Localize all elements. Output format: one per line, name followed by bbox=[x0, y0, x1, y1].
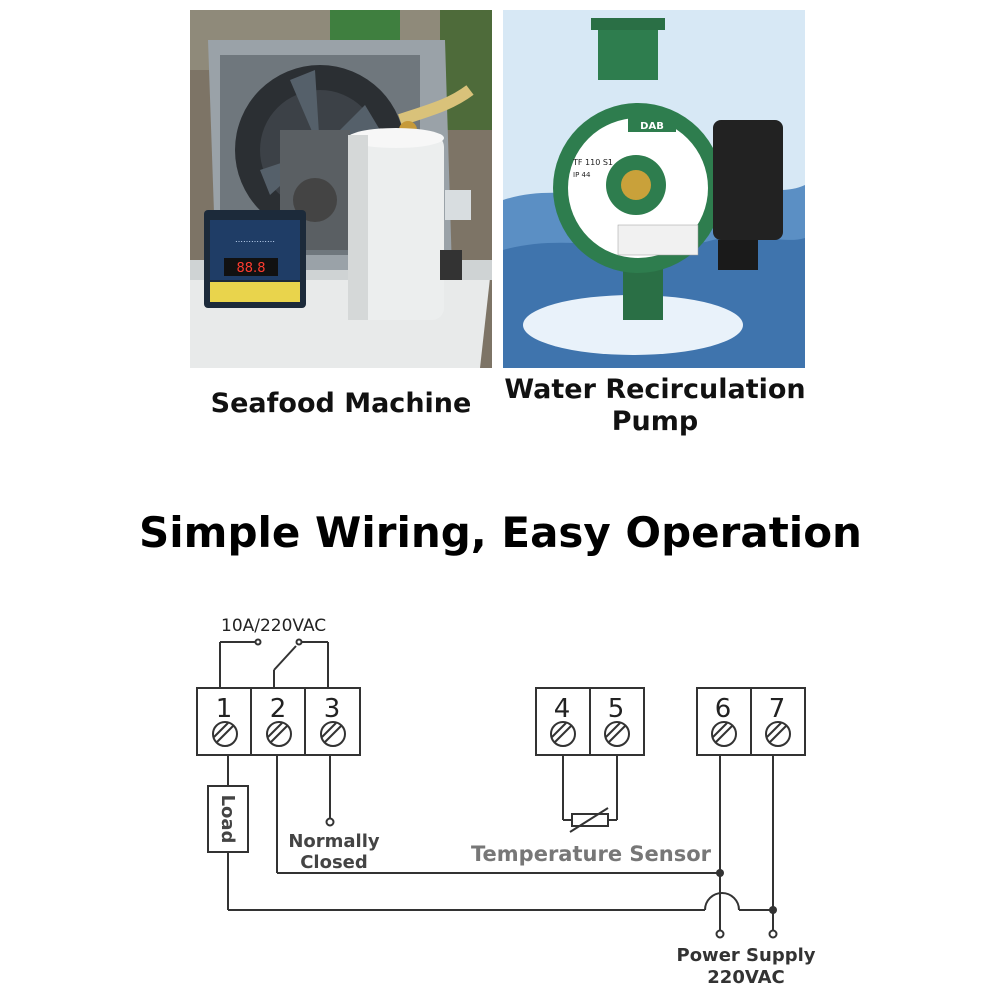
pump-caption-line-1: Water Recirculation bbox=[504, 374, 806, 405]
pump-caption-line-2: Pump bbox=[611, 406, 699, 437]
temperature-sensor-label: Temperature Sensor bbox=[471, 842, 712, 866]
seafood-machine-photo: 88.8 …………… bbox=[190, 10, 492, 368]
pump-model: TF 110 S1 bbox=[572, 158, 613, 167]
terminal-1-label: 1 bbox=[216, 694, 233, 724]
screw-icon bbox=[604, 721, 630, 747]
screw-icon bbox=[266, 721, 292, 747]
terminal-7-label: 7 bbox=[769, 694, 786, 724]
pump-photo: DAB TF 110 S1 IP 44 bbox=[503, 10, 805, 368]
screw-icon bbox=[765, 721, 791, 747]
relay-rating-label: 10A/220VAC bbox=[221, 616, 326, 636]
pump-brand: DAB bbox=[640, 121, 664, 132]
terminal-5-label: 5 bbox=[608, 694, 625, 724]
seafood-machine-caption: Seafood Machine bbox=[210, 388, 472, 419]
screw-icon bbox=[212, 721, 238, 747]
terminal-block-1-3 bbox=[196, 687, 361, 756]
terminal-3-label: 3 bbox=[324, 694, 341, 724]
relay-contact bbox=[219, 638, 329, 688]
terminal-6-label: 6 bbox=[715, 694, 732, 724]
thermistor bbox=[571, 813, 609, 827]
screw-icon bbox=[320, 721, 346, 747]
normally-closed-line-1: Normally bbox=[288, 831, 380, 852]
normally-closed-line-2: Closed bbox=[300, 852, 368, 873]
headline: Simple Wiring, Easy Operation bbox=[139, 508, 862, 557]
pump-caption: Water Recirculation Pump bbox=[490, 374, 820, 438]
screw-icon bbox=[550, 721, 576, 747]
controller-brand: …………… bbox=[235, 235, 275, 244]
terminal-4-label: 4 bbox=[554, 694, 571, 724]
power-supply-line-2: 220VAC bbox=[707, 967, 784, 988]
power-supply-line-1: Power Supply bbox=[677, 945, 816, 966]
screw-icon bbox=[711, 721, 737, 747]
pump-rating: IP 44 bbox=[573, 171, 591, 179]
controller-display: 88.8 bbox=[237, 261, 266, 276]
load-label: Load bbox=[217, 795, 238, 844]
terminal-2-label: 2 bbox=[270, 694, 287, 724]
